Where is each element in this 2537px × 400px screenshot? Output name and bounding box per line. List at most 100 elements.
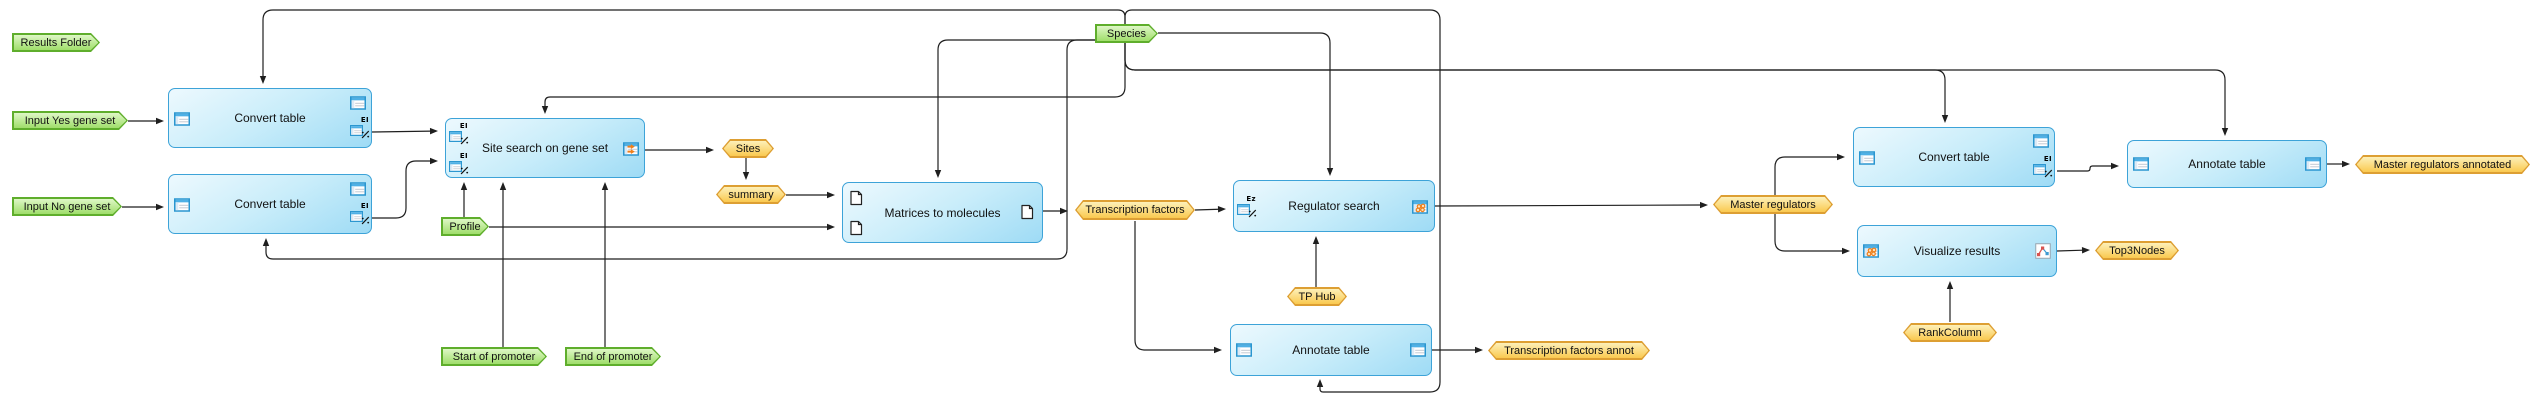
expression-slash-icon <box>460 136 469 145</box>
variable-rankcolumn[interactable]: RankColumn <box>1903 323 1997 342</box>
edge-convert-no-to-site-search-in2 <box>372 160 431 219</box>
analysis-label: Annotate table <box>1292 343 1370 357</box>
table-icon <box>1859 150 1875 166</box>
port-label: EI <box>360 202 369 210</box>
edge-arrow-convert-no-to-site-search-in2 <box>430 157 438 165</box>
input-port-ei-1[interactable]: EI <box>449 122 465 143</box>
variable-label: Sites <box>735 142 761 155</box>
analysis-matrices-to-molecules[interactable]: Matrices to molecules <box>842 182 1043 243</box>
param-start-of-promoter[interactable]: Start of promoter <box>441 347 547 366</box>
param-label: Species <box>1106 27 1147 40</box>
edge-species-to-annotate-tf-bottom <box>1124 9 1441 393</box>
variable-label: RankColumn <box>1918 326 1982 339</box>
analysis-visualize-results[interactable]: Visualize results <box>1857 225 2057 277</box>
edge-species-to-regulator-top <box>1158 32 1331 169</box>
table-icon <box>174 111 190 127</box>
table-icon <box>2133 156 2149 172</box>
edge-arrow-input-no-to-convert-no <box>156 203 164 211</box>
analysis-convert-table-no[interactable]: Convert table EI <box>168 174 372 234</box>
variable-label: Transcription factors annot <box>1504 344 1634 357</box>
table-icon <box>2305 156 2321 172</box>
output-port[interactable] <box>1410 342 1426 358</box>
document-icon <box>1019 204 1035 220</box>
analysis-label: Convert table <box>234 197 306 211</box>
edge-arrow-tf-to-annotate-tf <box>1214 346 1222 354</box>
variable-summary[interactable]: summary <box>716 185 786 204</box>
analysis-annotate-table-mr[interactable]: Annotate table <box>2127 140 2327 188</box>
variable-master-regulators-annotated[interactable]: Master regulators annotated <box>2355 155 2530 174</box>
param-input-yes-gene-set[interactable]: Input Yes gene set <box>12 111 128 130</box>
graph-icon <box>2035 243 2051 259</box>
param-label: Input Yes gene set <box>24 114 116 127</box>
table-icon <box>350 181 366 197</box>
output-port-ei[interactable]: EI <box>350 202 366 223</box>
variable-transcription-factors[interactable]: Transcription factors <box>1075 200 1195 220</box>
edge-convert-yes-to-site-search-in1 <box>371 130 432 133</box>
edge-arrow-tp-hub-to-regulator <box>1312 236 1320 244</box>
input-port[interactable] <box>1236 342 1252 358</box>
expression-slash-icon <box>361 216 370 225</box>
variable-transcription-factors-annot[interactable]: Transcription factors annot <box>1488 341 1650 360</box>
variable-tp-hub[interactable]: TP Hub <box>1287 287 1347 306</box>
output-port-ei[interactable]: EI <box>350 116 366 137</box>
output-port-table[interactable] <box>350 181 366 197</box>
expression-slash-icon <box>460 166 469 175</box>
variable-label: TP Hub <box>1298 290 1336 303</box>
input-port[interactable] <box>174 111 190 127</box>
edge-arrow-species-to-annotate-mr-top <box>2221 128 2229 136</box>
variable-label: Top3Nodes <box>2109 244 2165 257</box>
output-port-graph[interactable] <box>2035 243 2051 259</box>
output-port-table[interactable] <box>350 95 366 111</box>
input-port-ei-2[interactable]: EI <box>449 152 465 173</box>
param-label: Results Folder <box>20 36 92 49</box>
edge-arrow-matrices-to-tf <box>1060 207 1068 215</box>
output-port-dots[interactable] <box>1412 199 1428 215</box>
input-port-dots[interactable] <box>1863 243 1879 259</box>
input-port-doc-2[interactable] <box>848 220 864 236</box>
output-port-doc[interactable] <box>1019 204 1035 220</box>
input-port[interactable] <box>2133 156 2149 172</box>
param-profile[interactable]: Profile <box>441 217 489 236</box>
table-icon <box>350 95 366 111</box>
input-port-doc-1[interactable] <box>848 190 864 206</box>
edge-arrow-summary-to-matrices-in1 <box>827 191 835 199</box>
expression-slash-icon <box>361 130 370 139</box>
param-input-no-gene-set[interactable]: Input No gene set <box>12 197 122 216</box>
param-label: Input No gene set <box>23 200 111 213</box>
edge-species-to-annotate-mr-top <box>1124 43 2226 129</box>
analysis-regulator-search[interactable]: Regulator search Ez <box>1233 180 1435 232</box>
input-port[interactable] <box>174 197 190 213</box>
param-end-of-promoter[interactable]: End of promoter <box>565 347 661 366</box>
output-port-ei[interactable]: EI <box>2033 155 2049 176</box>
variable-label: summary <box>728 188 774 201</box>
edge-arrow-species-to-convert-yes-top <box>259 76 267 84</box>
edge-arrow-input-yes-to-convert-yes <box>156 117 164 125</box>
analysis-label: Regulator search <box>1288 199 1380 213</box>
variable-master-regulators[interactable]: Master regulators <box>1713 195 1833 214</box>
output-port[interactable] <box>2305 156 2321 172</box>
edge-arrow-species-to-annotate-tf-bottom <box>1316 379 1324 387</box>
analysis-convert-table-yes[interactable]: Convert table EI <box>168 88 372 148</box>
param-species[interactable]: Species <box>1095 24 1158 43</box>
param-label: Profile <box>449 220 481 233</box>
analysis-label: Annotate table <box>2188 157 2266 171</box>
param-label: Start of promoter <box>452 350 536 363</box>
variable-sites[interactable]: Sites <box>722 139 774 158</box>
analysis-label: Convert table <box>234 111 306 125</box>
analysis-annotate-table-tf[interactable]: Annotate table <box>1230 324 1432 376</box>
variable-label: Transcription factors <box>1085 204 1185 216</box>
input-port-ez[interactable]: Ez <box>1237 195 1253 216</box>
param-results-folder[interactable]: Results Folder <box>12 33 100 52</box>
output-port-sites[interactable] <box>623 141 639 157</box>
variable-top3nodes[interactable]: Top3Nodes <box>2095 241 2179 260</box>
analysis-site-search[interactable]: Site search on gene set EI EI <box>445 118 645 178</box>
analysis-convert-table-right[interactable]: Convert table EI <box>1853 127 2055 187</box>
edge-arrow-species-to-convert-no-bottom <box>262 238 270 246</box>
analysis-label: Site search on gene set <box>481 141 609 155</box>
edge-convert-right-to-annotate-mr <box>2057 165 2112 172</box>
edge-species-to-convert-yes-top <box>262 9 1126 77</box>
input-port[interactable] <box>1859 150 1875 166</box>
edge-master-regulators-to-convert-right <box>1774 156 1838 195</box>
output-port-table[interactable] <box>2033 133 2049 149</box>
edge-arrow-master-regulators-to-visualize <box>1842 247 1850 255</box>
